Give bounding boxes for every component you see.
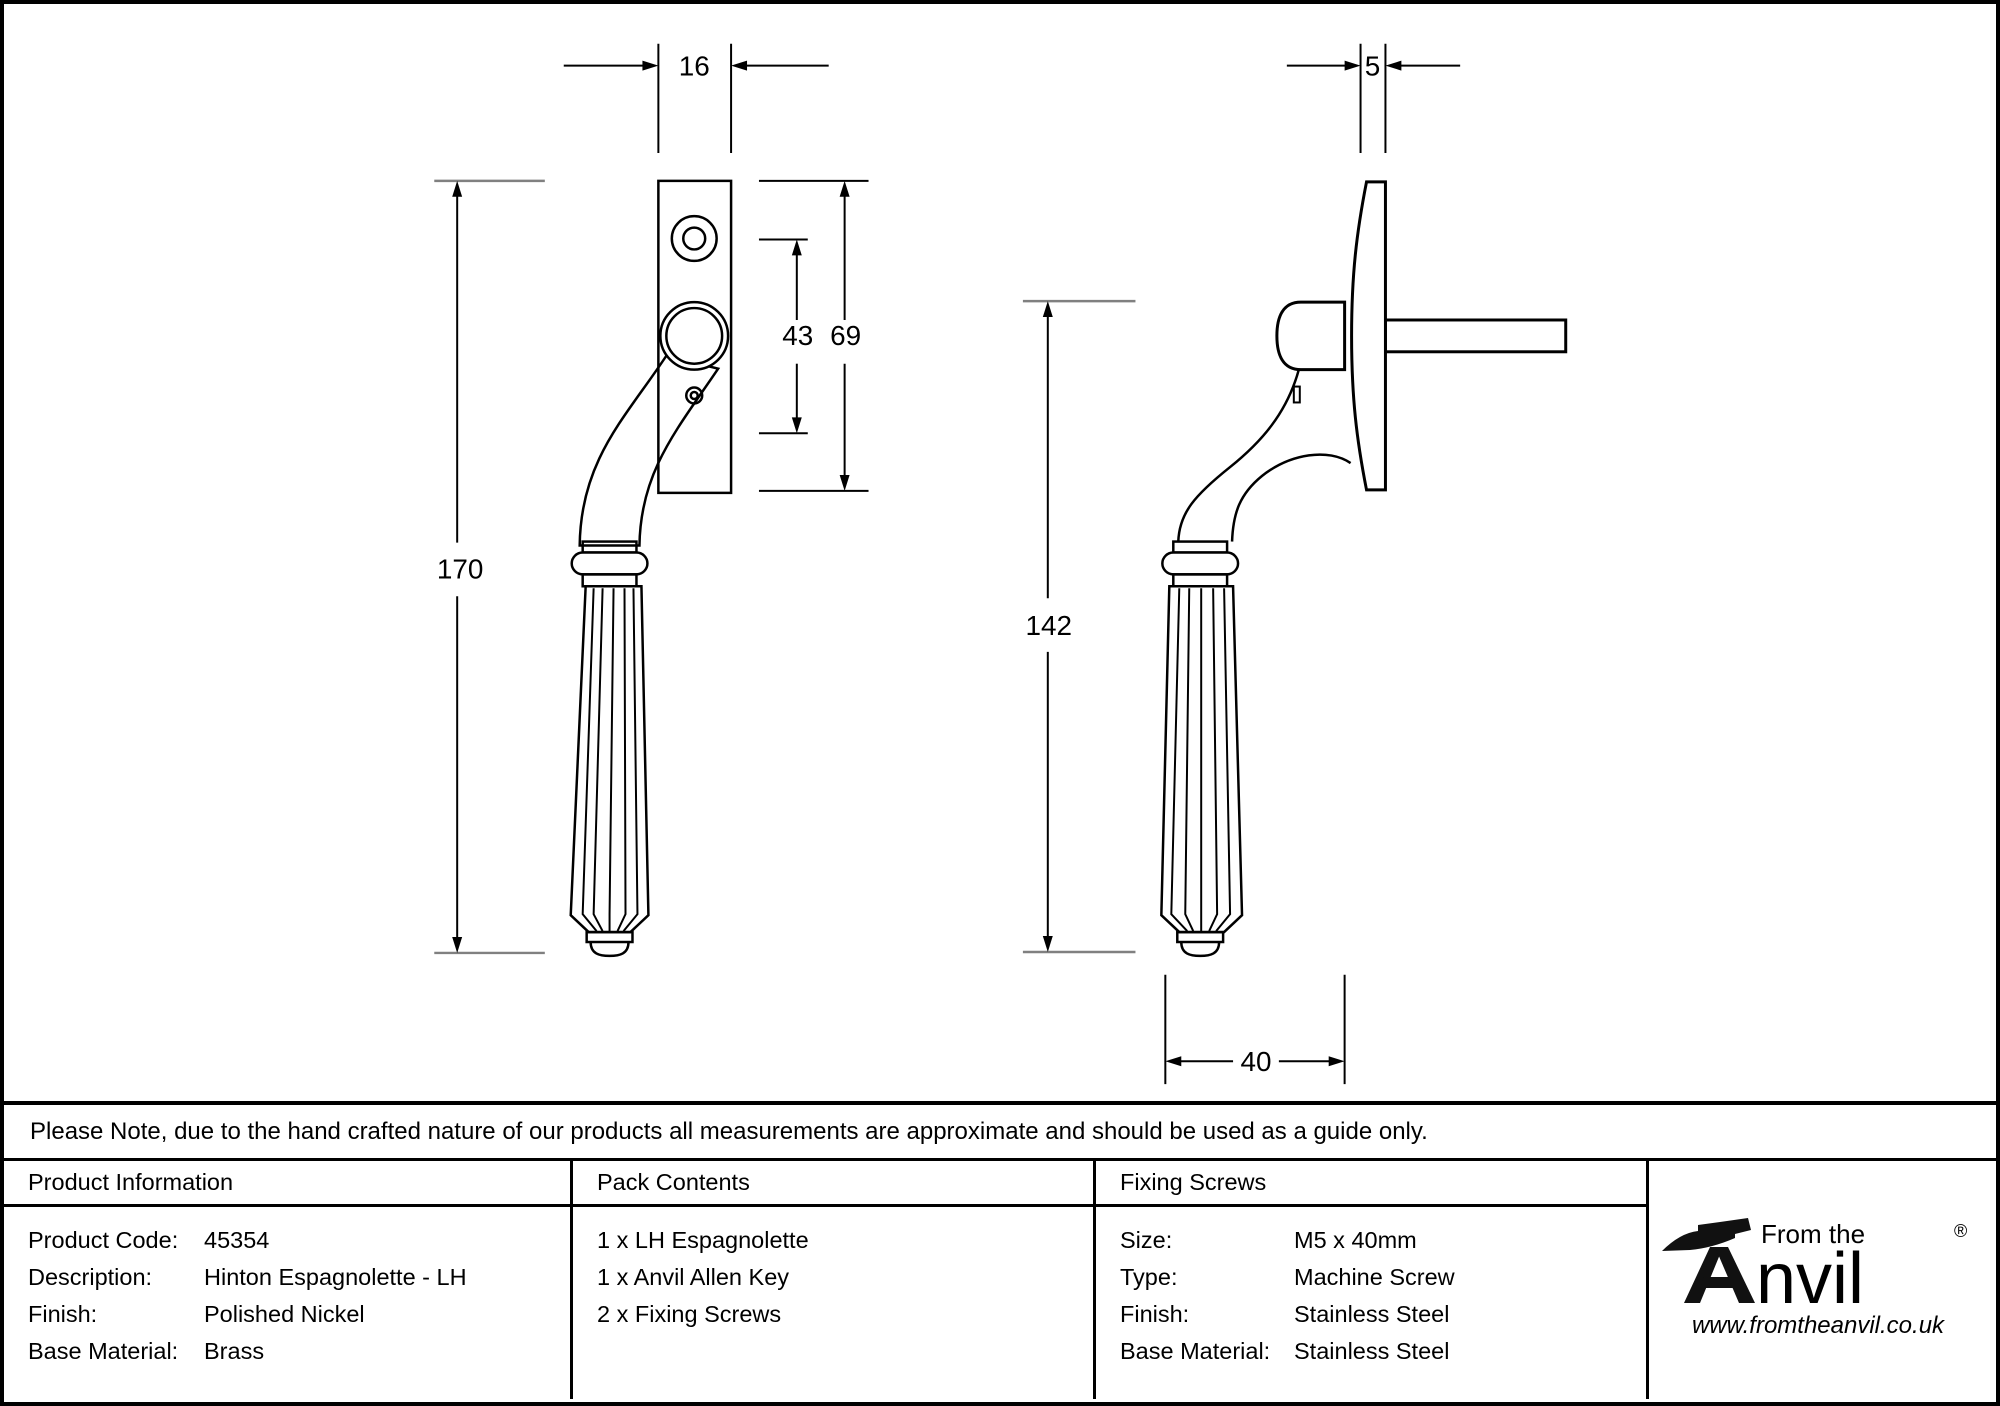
dimension-ticks	[434, 179, 1136, 955]
row-value: Stainless Steel	[1294, 1338, 1450, 1364]
row-label: Base Material:	[28, 1338, 179, 1364]
row-label: Type:	[1120, 1264, 1178, 1290]
list-item: 2 x Fixing Screws	[597, 1301, 782, 1327]
side-spindle	[1383, 318, 1568, 354]
registered-trademark-symbol: ®	[1954, 1221, 1967, 1241]
side-end-cap	[1176, 930, 1225, 944]
spec-table: Product Information Product Code: 45354 …	[4, 1161, 1996, 1399]
front-backplate	[657, 179, 733, 495]
note-text: Please Note, due to the hand crafted nat…	[30, 1117, 1428, 1145]
row-value: M5 x 40mm	[1294, 1227, 1417, 1253]
row-value: Brass	[204, 1338, 265, 1364]
side-knob	[1275, 300, 1347, 372]
fixing-screws-body: Size: M5 x 40mm Type: Machine Screw Fini…	[1096, 1207, 1646, 1370]
list-item: 1 x Anvil Allen Key	[597, 1264, 790, 1290]
logo-brand-text: nvil	[1756, 1239, 1864, 1319]
dim-label-overall-length: 170	[437, 553, 484, 584]
row-label: Base Material:	[1120, 1338, 1271, 1364]
pack-contents-header: Pack Contents	[573, 1161, 1093, 1207]
row-label: Finish:	[28, 1301, 98, 1327]
dim-label-plate-thickness: 5	[1365, 51, 1381, 82]
front-neck	[578, 354, 721, 547]
dim-overall-length	[452, 180, 463, 953]
column-product-information: Product Information Product Code: 45354 …	[4, 1161, 573, 1399]
pack-contents-body: 1 x LH Espagnolette 1 x Anvil Allen Key …	[573, 1207, 1093, 1333]
product-information-body: Product Code: 45354 Description: Hinton …	[4, 1207, 570, 1370]
front-top-screw-hole	[670, 214, 718, 263]
table-row: Base Material: Brass	[28, 1333, 570, 1370]
front-grip-flutes	[581, 588, 639, 932]
table-row: Finish: Stainless Steel	[1120, 1296, 1646, 1333]
front-view	[569, 179, 733, 958]
side-grip-flutes	[1170, 588, 1232, 932]
side-finial	[1180, 941, 1221, 958]
dim-hole-spacing	[758, 238, 808, 435]
row-value: 45354	[204, 1227, 270, 1253]
drawing-area: 16 43 69 170 5 142 40	[4, 4, 1996, 1101]
table-row: Product Code: 45354	[28, 1222, 570, 1259]
anvil-icon	[1661, 1218, 1755, 1303]
front-top-screw-hole-inner	[682, 226, 707, 251]
fixing-screws-header: Fixing Screws	[1096, 1161, 1646, 1207]
logo-tagline: From the	[1761, 1219, 1865, 1249]
brand-logo-cell: From the nvil ® www.fromtheanvil.co.uk	[1649, 1161, 1996, 1399]
row-label: Product Code:	[28, 1227, 179, 1253]
row-value: Stainless Steel	[1294, 1301, 1450, 1327]
side-view	[1160, 180, 1568, 958]
front-finial	[589, 941, 630, 958]
row-label: Size:	[1120, 1227, 1173, 1253]
row-value: Machine Screw	[1294, 1264, 1455, 1290]
front-grub-screw	[685, 386, 704, 405]
dim-plate-thickness	[1286, 43, 1461, 154]
dim-label-plate-width: 16	[679, 51, 710, 82]
front-end-cap	[585, 930, 634, 944]
row-value: Hinton Espagnolette - LH	[204, 1264, 467, 1290]
list-item: 1 x LH Espagnolette	[597, 1227, 809, 1253]
side-neck-right	[1230, 453, 1352, 542]
row-value: Polished Nickel	[204, 1301, 365, 1327]
dim-label-plate-height: 69	[830, 320, 861, 351]
front-knob-inner	[665, 306, 724, 365]
dim-handle-drop	[1042, 301, 1053, 952]
dim-label-projection: 40	[1240, 1046, 1271, 1077]
table-row: Type: Machine Screw	[1120, 1259, 1646, 1296]
note-band: Please Note, due to the hand crafted nat…	[4, 1101, 1996, 1161]
dim-plate-width	[563, 43, 829, 154]
row-label: Description:	[28, 1264, 153, 1290]
product-information-header: Product Information	[4, 1161, 570, 1207]
dim-label-hole-spacing: 43	[782, 320, 813, 351]
dim-plate-height	[758, 179, 869, 492]
from-the-anvil-logo: From the nvil ® www.fromtheanvil.co.uk	[1661, 1218, 1967, 1339]
dimension-lines	[452, 43, 1461, 1085]
row-label: Finish:	[1120, 1301, 1190, 1327]
column-pack-contents: Pack Contents 1 x LH Espagnolette 1 x An…	[573, 1161, 1096, 1399]
logo-url: www.fromtheanvil.co.uk	[1691, 1312, 1945, 1339]
side-collar-bottom	[1172, 573, 1229, 588]
dim-label-handle-drop: 142	[1026, 610, 1073, 641]
side-collar-bulge	[1161, 551, 1240, 576]
column-fixing-screws: Fixing Screws Size: M5 x 40mm Type: Mach…	[1096, 1161, 1649, 1399]
side-collar-top	[1172, 540, 1229, 554]
table-row: Size: M5 x 40mm	[1120, 1222, 1646, 1259]
side-neck-left	[1177, 369, 1301, 542]
technical-drawing: 16 43 69 170 5 142 40	[434, 43, 1568, 1085]
side-backplate	[1350, 180, 1387, 492]
dim-projection	[1164, 974, 1346, 1085]
table-row: Base Material: Stainless Steel	[1120, 1333, 1646, 1370]
table-row: Description: Hinton Espagnolette - LH	[28, 1259, 570, 1296]
front-collar-bulge	[570, 551, 649, 576]
front-collar-bottom	[581, 573, 638, 588]
side-grub-screw	[1292, 385, 1301, 404]
front-knob	[659, 300, 730, 371]
table-row: Finish: Polished Nickel	[28, 1296, 570, 1333]
front-grub-screw-inner	[689, 390, 699, 401]
